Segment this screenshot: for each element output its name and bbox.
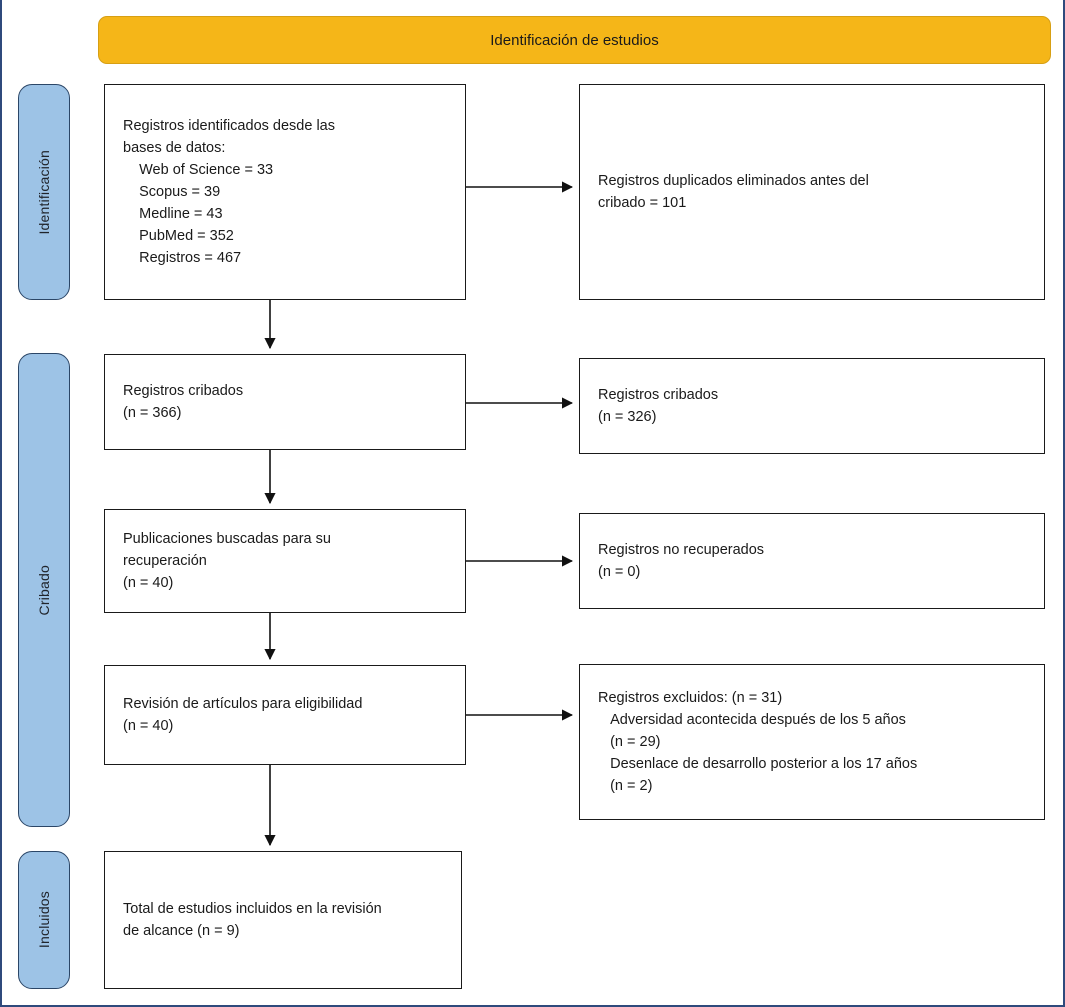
box-records-not-retrieved-text: Registros no recuperados (n = 0) (598, 542, 765, 580)
stage-bar-incluidos: Incluidos (18, 851, 70, 989)
box-duplicates-removed-text: Registros duplicados eliminados antes de… (598, 173, 869, 211)
box-publications-sought: Publicaciones buscadas para su recuperac… (104, 509, 466, 613)
box-reports-excluded-text: Registros excluidos: (n = 31) Adversidad… (598, 690, 918, 794)
box-records-identified: Registros identificados desde las bases … (104, 84, 466, 300)
box-records-excluded-screening-text: Registros cribados (n = 326) (598, 387, 719, 425)
box-publications-sought-text: Publicaciones buscadas para su recuperac… (123, 531, 331, 591)
box-records-not-retrieved: Registros no recuperados (n = 0) (579, 513, 1045, 609)
stage-bar-cribado: Cribado (18, 353, 70, 827)
box-records-identified-text: Registros identificados desde las bases … (123, 118, 335, 266)
box-reports-excluded: Registros excluidos: (n = 31) Adversidad… (579, 664, 1045, 820)
box-articles-eligibility: Revisión de artículos para eligibilidad … (104, 665, 466, 765)
box-records-screened-text: Registros cribados (n = 366) (123, 383, 244, 421)
box-records-screened: Registros cribados (n = 366) (104, 354, 466, 450)
box-studies-included: Total de estudios incluidos en la revisi… (104, 851, 462, 989)
stage-bar-identificacion: Identificación (18, 84, 70, 300)
box-records-excluded-screening: Registros cribados (n = 326) (579, 358, 1045, 454)
identification-banner: Identificación de estudios (98, 16, 1051, 64)
box-articles-eligibility-text: Revisión de artículos para eligibilidad … (123, 696, 363, 734)
box-duplicates-removed: Registros duplicados eliminados antes de… (579, 84, 1045, 300)
box-studies-included-text: Total de estudios incluidos en la revisi… (123, 901, 382, 939)
banner-title: Identificación de estudios (490, 31, 659, 49)
